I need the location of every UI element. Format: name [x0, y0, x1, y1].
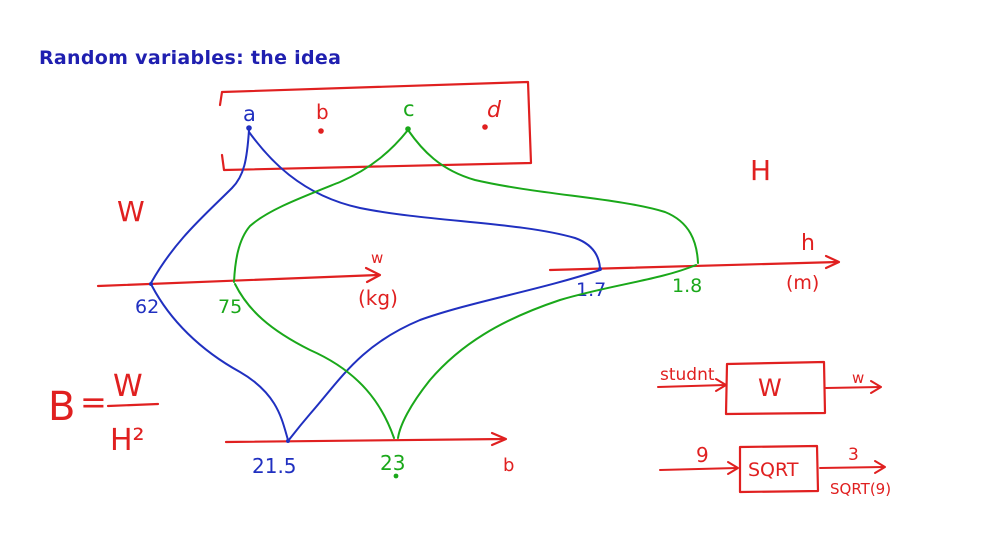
- green-curve-c-to-1-8: [407, 129, 699, 264]
- w-output-label: w: [852, 369, 864, 387]
- green-curve-1-8-to-23: [397, 264, 697, 439]
- point-21-5: [286, 439, 290, 443]
- sqrt-input-label: 9: [696, 443, 709, 467]
- blue-curve-a-to-62: [150, 129, 250, 284]
- sqrt-output-arrow: [819, 466, 885, 469]
- sqrt-function-label: SQRT: [748, 459, 799, 481]
- formula-B: B: [48, 384, 75, 430]
- green-curve-c-to-75: [233, 129, 409, 283]
- outcome-a-point: [246, 125, 252, 131]
- sqrt-input-arrowhead: [727, 461, 739, 475]
- formula-denominator: H²: [110, 423, 145, 458]
- variable-W-label: W: [117, 195, 145, 228]
- h-tick-1-7: 1.7: [576, 279, 606, 301]
- w-function-box: [724, 360, 827, 416]
- h-tick-1-8: 1.8: [672, 275, 702, 297]
- green-curve-75-to-23: [234, 283, 395, 439]
- sqrt-function-box: [738, 444, 820, 494]
- w-tick-62: 62: [135, 296, 159, 318]
- h-axis-arrowhead: [824, 254, 841, 270]
- blue-curve-1-7-to-21-5: [287, 269, 601, 442]
- h-axis-unit: (m): [786, 272, 819, 294]
- b-axis-name: b: [503, 455, 514, 476]
- formula-numerator: W: [113, 369, 143, 404]
- w-axis-name: w: [371, 249, 383, 267]
- w-output-arrow: [825, 386, 881, 389]
- b-tick-21-5: 21.5: [252, 454, 297, 478]
- outcome-a-label: a: [243, 102, 256, 126]
- b-axis: [224, 437, 507, 444]
- sqrt-output-value: 3: [848, 445, 859, 465]
- b-tick-23: 23: [380, 451, 405, 475]
- slide-title: Random variables: the idea: [39, 47, 342, 69]
- point-1-7: [598, 267, 602, 271]
- b-axis-arrowhead: [490, 431, 508, 447]
- h-axis-name: h: [801, 231, 815, 256]
- outcome-b-point: [318, 128, 324, 134]
- outcome-d-point: [482, 124, 488, 130]
- formula-equals: =: [80, 383, 107, 421]
- formula-fraction-bar: [106, 402, 160, 408]
- w-tick-75: 75: [218, 296, 242, 318]
- outcome-b-label: b: [316, 100, 329, 124]
- point-23-dot: [393, 473, 399, 479]
- student-input-label: studnt: [660, 365, 715, 385]
- w-function-label: W: [758, 374, 782, 402]
- point-62: [149, 282, 153, 286]
- sample-space-box: [218, 80, 533, 172]
- blue-curve-a-to-1-7: [248, 131, 601, 269]
- sqrt-output-arrowhead: [874, 460, 886, 474]
- w-axis-arrowhead: [364, 266, 382, 284]
- w-axis-unit: (kg): [358, 286, 398, 310]
- blue-curve-62-to-21-5: [151, 285, 289, 441]
- student-input-arrow: [657, 384, 726, 388]
- variable-H-label: H: [750, 154, 771, 187]
- outcome-d-label: d: [487, 98, 502, 123]
- outcome-c-label: c: [403, 97, 415, 121]
- w-output-arrowhead: [870, 380, 882, 394]
- sqrt-input-arrow: [659, 467, 738, 471]
- w-axis: [96, 273, 380, 288]
- sqrt-output-label: SQRT(9): [830, 480, 891, 498]
